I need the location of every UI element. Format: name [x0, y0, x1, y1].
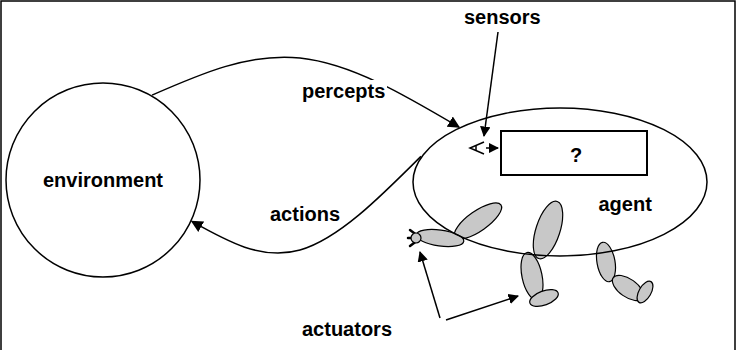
process-box: ?	[500, 130, 648, 176]
environment-circle: environment	[5, 82, 201, 278]
actuators-leader	[420, 252, 440, 318]
callout-label: actuators	[300, 318, 394, 340]
node-label: environment	[43, 169, 163, 191]
sensors-leader	[484, 32, 498, 136]
sensor-arrow	[486, 147, 498, 149]
actuators-leader	[446, 296, 518, 320]
node-label: ?	[570, 144, 582, 166]
edge-label: percepts	[300, 80, 387, 102]
agent-ellipse: agent?	[412, 107, 708, 257]
flow-arrow	[192, 156, 421, 253]
edge-label: actions	[268, 203, 342, 225]
callout-label: sensors	[462, 6, 543, 28]
flow-arrow	[152, 57, 459, 127]
sensor-eye	[470, 142, 484, 154]
node-label: agent	[598, 193, 651, 215]
